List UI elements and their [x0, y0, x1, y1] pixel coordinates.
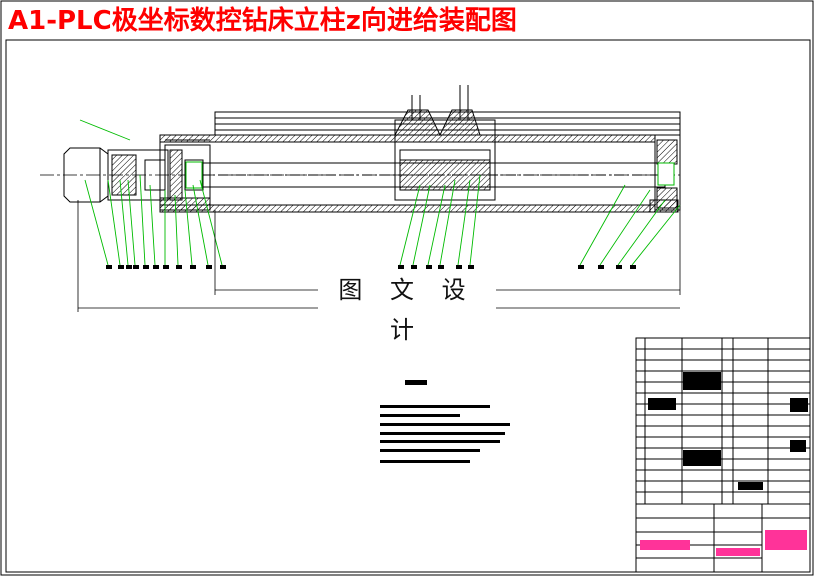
- right-bearing-assembly: [649, 134, 681, 213]
- left-bearing-assembly: [159, 139, 211, 211]
- parts-list-table: [635, 337, 811, 505]
- part-balloons: [106, 265, 636, 269]
- parts-list-redactions: [648, 372, 808, 490]
- drawing-title: A1-PLC极坐标数控钻床立柱z向进给装配图: [8, 6, 517, 36]
- title-block: [635, 503, 811, 573]
- watermark-text: 图 文 设 计: [318, 270, 496, 344]
- servo-motor: [63, 147, 169, 203]
- leader-lines: [79, 119, 681, 266]
- technical-notes: [380, 380, 510, 463]
